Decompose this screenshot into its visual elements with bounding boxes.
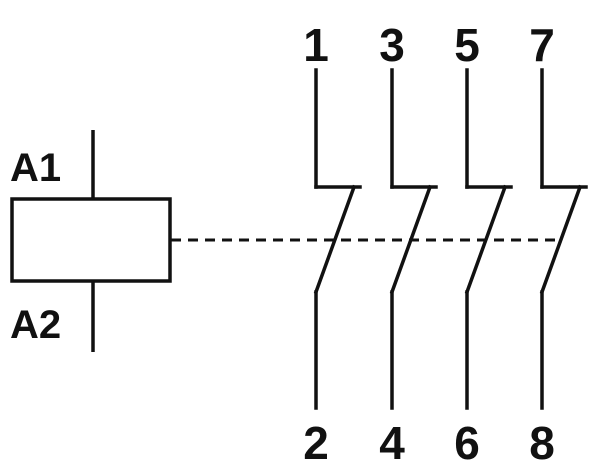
contact-5-6-blade <box>464 184 508 295</box>
terminal-label-4: 4 <box>379 417 405 469</box>
terminal-label-7: 7 <box>529 19 555 71</box>
coil-label-a2: A2 <box>10 303 62 347</box>
terminal-label-1: 1 <box>303 19 329 71</box>
coil-box <box>10 197 172 283</box>
contact-3-4-blade <box>389 184 433 295</box>
terminal-label-6: 6 <box>454 417 480 469</box>
terminal-label-5: 5 <box>454 19 480 71</box>
terminal-label-8: 8 <box>529 417 555 469</box>
contact-1-2-blade <box>313 184 357 295</box>
contacts-group <box>313 68 588 410</box>
coil-label-a1: A1 <box>10 146 62 190</box>
contact-7-8-blade <box>539 184 583 295</box>
terminal-label-2: 2 <box>303 417 329 469</box>
terminal-label-3: 3 <box>379 19 405 71</box>
